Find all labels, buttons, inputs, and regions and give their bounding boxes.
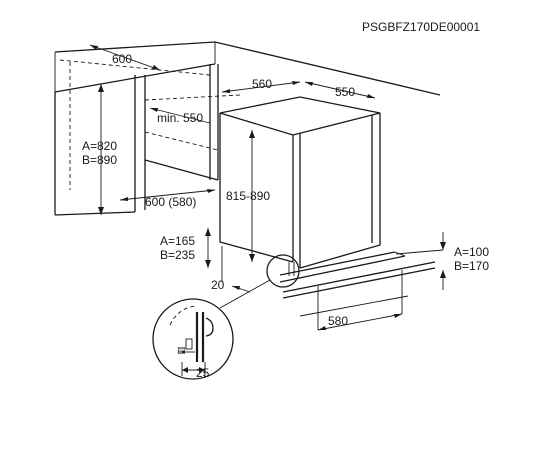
label-appliance-depth: 550 bbox=[335, 85, 355, 99]
dim-niche-min-depth: min. 550 bbox=[149, 107, 211, 125]
dim-appliance-height: 815-890 bbox=[226, 130, 270, 262]
detail-marker bbox=[266, 254, 300, 288]
label-niche-height-a: A=820 bbox=[82, 139, 117, 153]
label-plinth-right-a: A=100 bbox=[454, 245, 489, 259]
label-plinth-right-b: B=170 bbox=[454, 259, 489, 273]
label-appliance-height: 815-890 bbox=[226, 189, 270, 203]
dim-plinth-right: A=100 B=170 bbox=[395, 232, 489, 290]
label-plinth-left-a: A=165 bbox=[160, 234, 195, 248]
floor bbox=[282, 261, 436, 330]
label-plinth-offset: 20 bbox=[211, 278, 225, 292]
dim-niche-height: A=820 B=890 bbox=[82, 84, 117, 215]
label-hinge-detail: 25 bbox=[196, 366, 210, 380]
dim-niche-depth: 600 (580) bbox=[119, 189, 216, 209]
reference-code: PSGBFZ170DE00001 bbox=[362, 20, 480, 34]
dim-niche-width: 600 bbox=[89, 44, 161, 71]
cabinet-niche bbox=[54, 41, 441, 216]
label-niche-min-depth: min. 550 bbox=[157, 111, 203, 125]
label-floor-depth: 580 bbox=[328, 314, 348, 328]
appliance-body bbox=[219, 96, 406, 283]
dim-appliance-depth: 550 bbox=[304, 81, 376, 99]
dim-appliance-width: 560 bbox=[221, 77, 301, 93]
dim-plinth-left: A=165 B=235 bbox=[160, 228, 223, 282]
label-plinth-left-b: B=235 bbox=[160, 248, 195, 262]
hinge-detail: ▤ bbox=[152, 298, 234, 380]
hinge-symbol: ▤ bbox=[177, 345, 186, 355]
label-appliance-width: 560 bbox=[252, 77, 272, 91]
dim-floor-depth: 580 bbox=[317, 313, 403, 331]
label-niche-height-b: B=890 bbox=[82, 153, 117, 167]
label-niche-width: 600 bbox=[112, 52, 132, 66]
dim-hinge-detail: 25 bbox=[181, 362, 210, 380]
dim-plinth-offset: 20 bbox=[211, 278, 251, 293]
label-niche-depth: 600 (580) bbox=[145, 195, 196, 209]
